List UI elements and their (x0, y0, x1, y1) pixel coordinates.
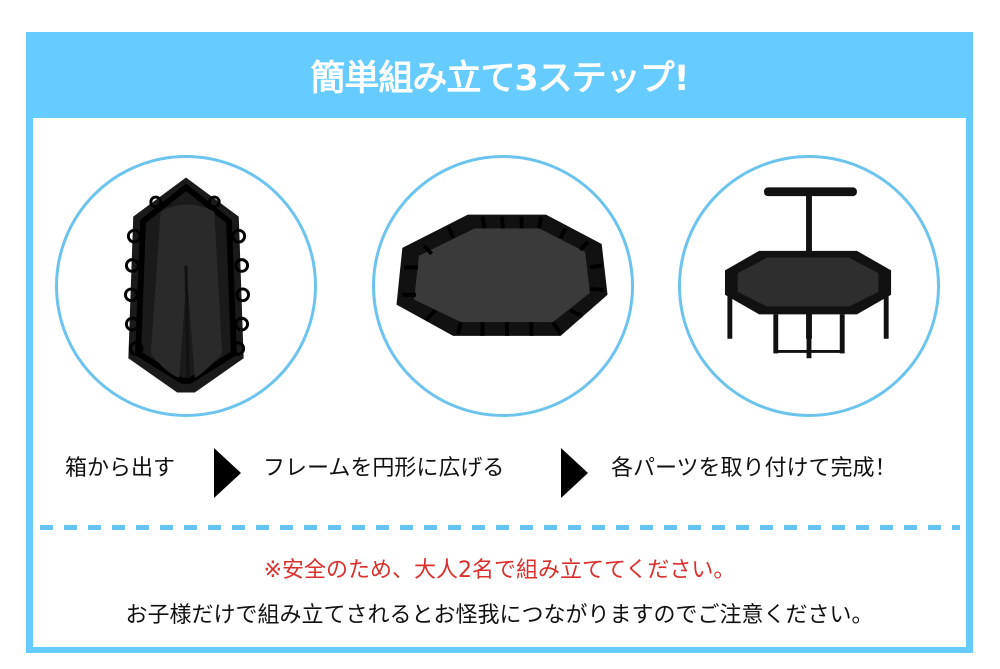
play-triangle-icon (214, 448, 241, 498)
page-title: 簡単組み立て3ステップ! (310, 58, 689, 99)
step-1-label: 箱から出す (65, 456, 176, 481)
safety-warning: ※安全のため、大人2名で組み立ててください。 (263, 558, 736, 583)
play-triangle-icon (561, 448, 588, 498)
steps-content: 箱から出す フレームを円形に広げる 各パーツを取り付けて完成！ ※安全のため、大… (33, 118, 966, 647)
step-2-label: フレームを円形に広げる (263, 456, 505, 481)
assembly-guide-panel: 簡単組み立て3ステップ! (26, 32, 973, 653)
assembled-trampoline-illustration (724, 187, 892, 359)
caution-note: お子様だけで組み立てされるとお怪我につながりますのでご注意ください。 (125, 603, 874, 628)
step-3-image (678, 155, 940, 417)
unfolded-frame-illustration (396, 214, 608, 336)
dashed-divider (40, 525, 960, 530)
step-1-image (55, 155, 317, 417)
folded-trampoline-illustration (123, 177, 250, 393)
step-2-image (372, 155, 634, 417)
step-3-label: 各パーツを取り付けて完成！ (611, 456, 897, 481)
